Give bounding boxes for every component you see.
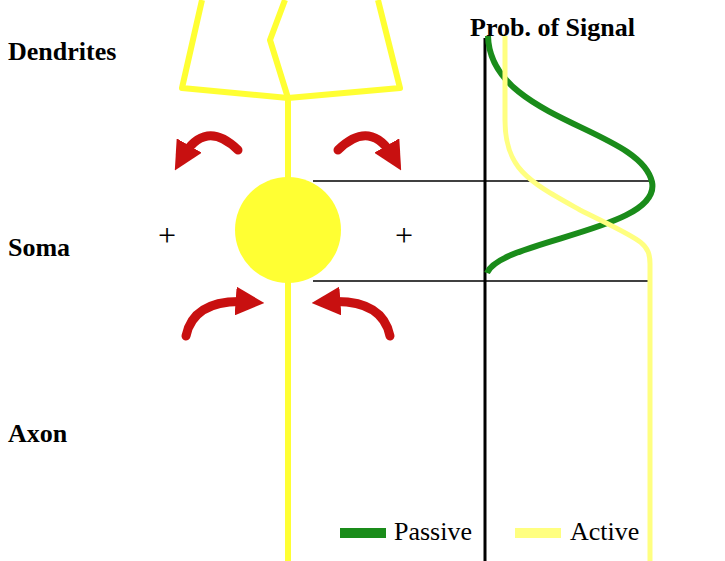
- soma-circle: [235, 177, 341, 283]
- dendrites: [182, 0, 400, 200]
- guide-line: [313, 180, 652, 182]
- legend-swatch: [340, 528, 386, 538]
- axis-title: Prob. of Signal: [470, 14, 635, 43]
- active-curve: [505, 36, 650, 561]
- sign-label: +: [158, 218, 176, 253]
- sign-label: +: [395, 218, 413, 253]
- axis-line: [484, 38, 487, 561]
- legend-text: Passive: [394, 518, 472, 547]
- legend-text: Active: [570, 518, 639, 547]
- part-label: Soma: [8, 234, 70, 263]
- axon: [285, 280, 291, 561]
- part-label: Axon: [8, 420, 67, 449]
- current-arrows: [182, 136, 394, 336]
- guide-line: [313, 280, 652, 282]
- legend-swatch: [515, 528, 561, 538]
- part-label: Dendrites: [8, 38, 116, 67]
